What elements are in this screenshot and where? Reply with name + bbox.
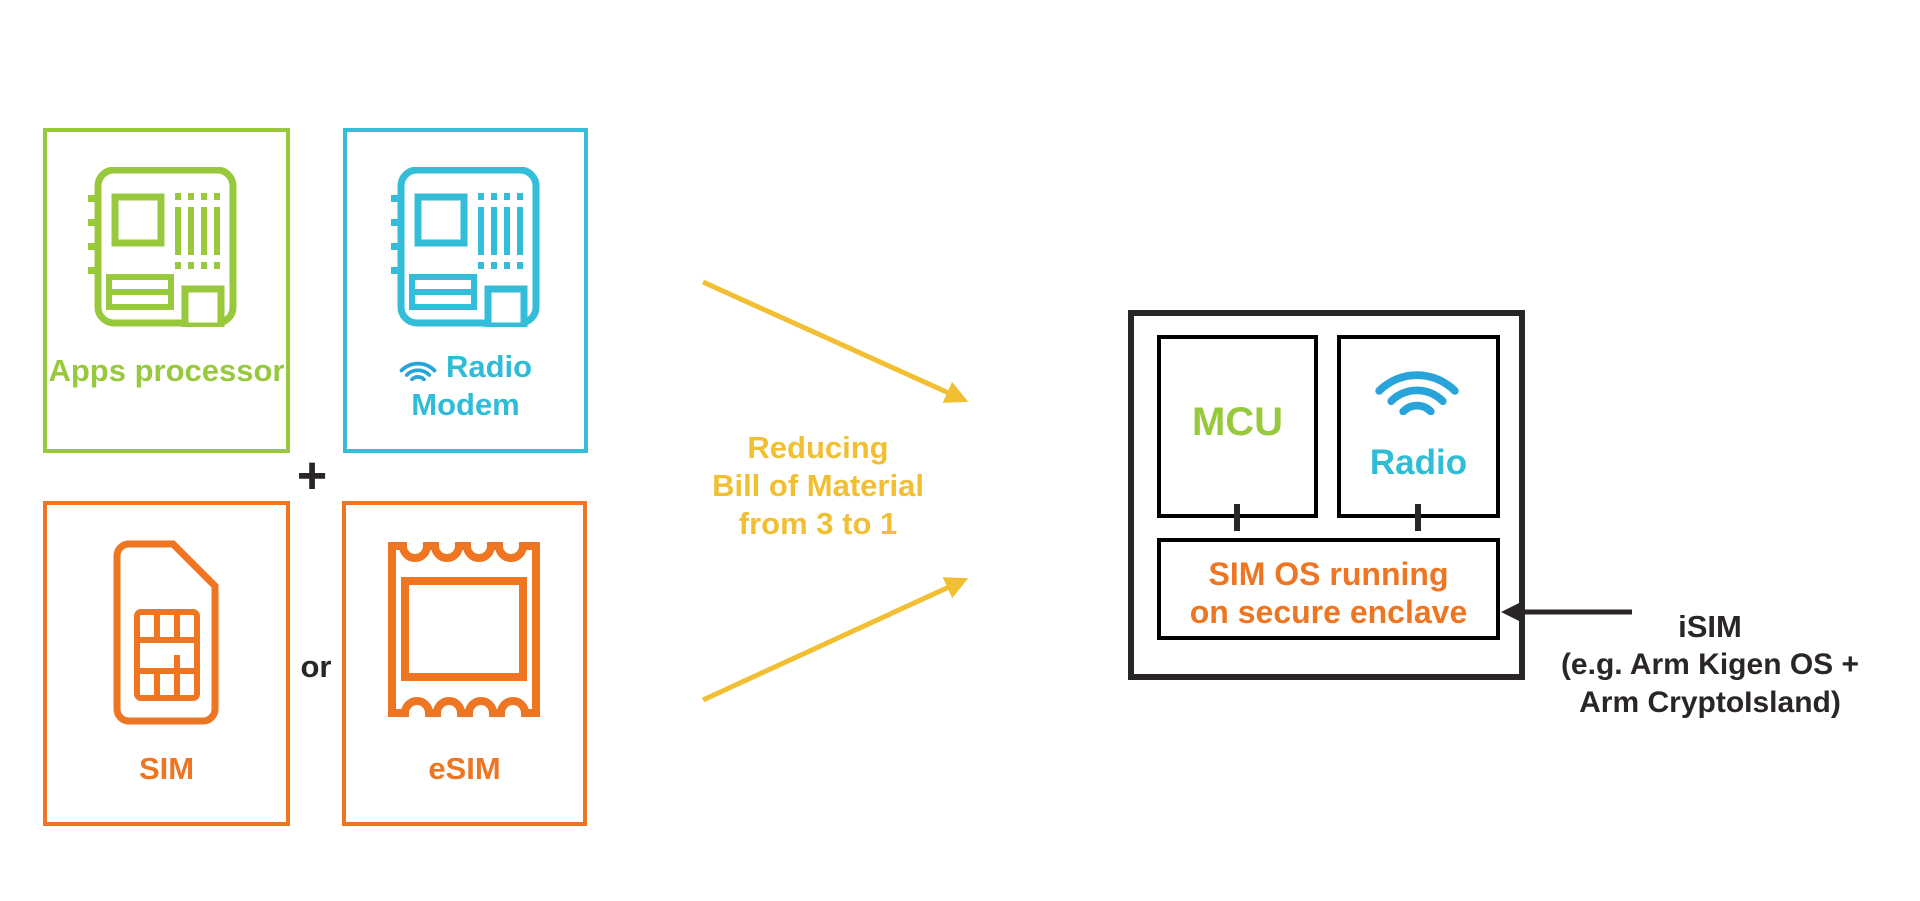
sim-box <box>43 501 290 826</box>
sim-os-box <box>1157 538 1500 640</box>
modem-word: Modem <box>411 387 520 422</box>
circuit-board-icon <box>391 167 540 327</box>
isim-title: iSIM <box>1678 609 1742 644</box>
wifi-icon <box>399 361 437 381</box>
isim-detail-line-1: (e.g. Arm Kigen OS + <box>1560 648 1860 681</box>
arrow-bottom <box>701 577 969 703</box>
sim-card-icon <box>113 540 219 725</box>
caption-line-3: from 3 to 1 <box>738 506 898 541</box>
esim-label: eSIM <box>428 751 501 786</box>
sim-os-line-1: SIM OS running <box>1208 556 1449 592</box>
apps-processor-label: Apps processor <box>48 353 285 388</box>
wifi-icon <box>1375 371 1459 415</box>
sim-os-label: SIM OS running on secure enclave <box>1157 555 1500 631</box>
isim-detail-line-2: Arm CryptoIsland) <box>1579 686 1841 719</box>
radio-modem-label: Radio Modem <box>343 348 588 424</box>
soc-radio-label: Radio <box>1369 443 1468 482</box>
transition-arrows <box>701 279 969 703</box>
soc-radio-box <box>1337 335 1500 518</box>
radio-connector-dash <box>1415 504 1421 531</box>
transition-caption: Reducing Bill of Material from 3 to 1 <box>640 429 996 543</box>
esim-chip-icon <box>388 542 540 717</box>
mcu-connector-dash <box>1234 504 1240 531</box>
sim-os-line-2: on secure enclave <box>1189 594 1468 630</box>
annotation-arrow <box>1501 600 1632 624</box>
radio-word: Radio <box>445 349 533 384</box>
isim-annotation: iSIM (e.g. Arm Kigen OS + Arm CryptoIsla… <box>1552 608 1868 722</box>
arrow-top <box>701 279 969 403</box>
sim-label: SIM <box>138 751 195 786</box>
caption-line-2: Bill of Material <box>712 468 924 503</box>
mcu-label: MCU <box>1191 400 1284 444</box>
esim-box <box>342 501 587 826</box>
plus-sign: + <box>296 447 328 505</box>
caption-line-1: Reducing <box>747 430 889 465</box>
circuit-board-icon <box>88 167 237 327</box>
or-text: or <box>300 649 332 684</box>
